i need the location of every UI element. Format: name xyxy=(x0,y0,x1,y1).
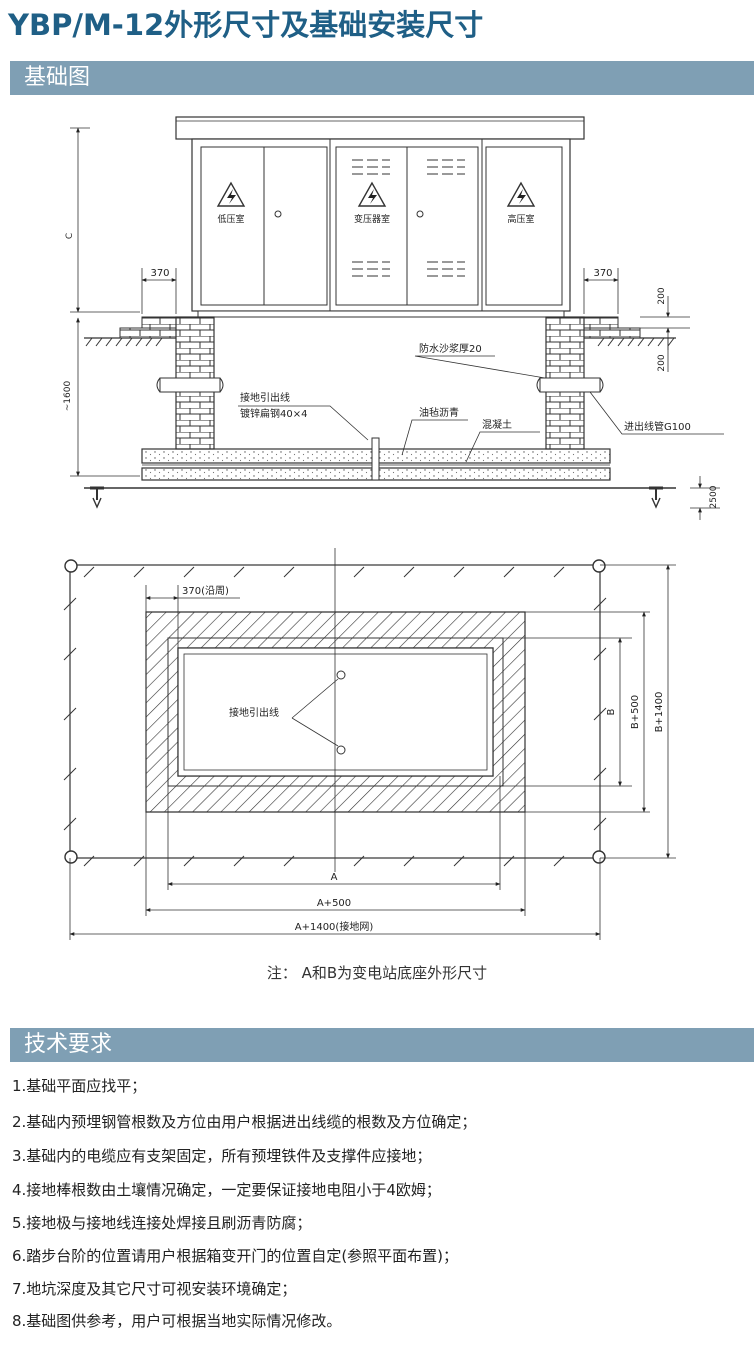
dimension-2500: 2500 xyxy=(709,485,719,508)
dimension-1600: ~1600 xyxy=(63,381,73,412)
ground-rod-icon xyxy=(592,559,606,573)
dimension-b-1400: B+1400 xyxy=(654,692,665,733)
high-voltage-warning-icon xyxy=(506,181,536,207)
substation-body xyxy=(191,138,571,312)
ground-rod-icon xyxy=(592,850,606,864)
high-voltage-warning-icon xyxy=(216,181,246,207)
roof xyxy=(175,116,585,140)
label-plan-ground-lead: 接地引出线 xyxy=(229,706,279,719)
requirement-item: 8.基础图供参考，用户可根据当地实际情况修改。 xyxy=(12,1312,342,1330)
elevation-view: 低压室 变压器室 高压室 xyxy=(63,116,724,520)
grounding-grid-ticks xyxy=(63,566,607,867)
requirement-item: 2.基础内预埋钢管根数及方位由用户根据进出线缆的根数及方位确定； xyxy=(12,1113,477,1131)
dimension-370-right: 370 xyxy=(593,268,612,279)
dimension-200-bottom: 200 xyxy=(657,354,667,371)
label-felt-asphalt: 油毡沥青 xyxy=(419,406,459,419)
step-right xyxy=(583,316,676,347)
grounding-lead xyxy=(371,437,380,481)
ground-lead-point-icon xyxy=(336,670,346,680)
door-handle-icon xyxy=(274,210,282,218)
vent-louvers xyxy=(352,159,465,277)
requirement-item: 4.接地棒根数由土壤情况确定，一定要保证接地电阻小于4欧姆； xyxy=(12,1181,441,1199)
dimension-370-left: 370 xyxy=(150,268,169,279)
drawing-note: 注： A和B为变电站底座外形尺寸 xyxy=(266,964,488,982)
section-header-tech: 技术要求 xyxy=(10,1028,754,1062)
label-cable-pipe: 进出线管G100 xyxy=(624,420,691,433)
ground-lead-point-icon xyxy=(336,745,346,755)
plan-view: 接地引出线 370(沿周) A A+500 A+1400(接地网) B B+50… xyxy=(63,548,676,940)
page-title: YBP/M-12外形尺寸及基础安装尺寸 xyxy=(8,8,484,42)
ground-rod-icon xyxy=(64,850,78,864)
foundation-pit xyxy=(177,647,494,777)
label-waterproof-mortar: 防水沙浆厚20 xyxy=(419,342,482,355)
room-label-low: 低压室 xyxy=(217,213,244,225)
ground-rod-left xyxy=(90,486,104,509)
dimension-a-500: A+500 xyxy=(317,898,351,909)
high-voltage-warning-icon xyxy=(357,181,387,207)
high-voltage-compartment xyxy=(485,146,563,306)
room-label-high: 高压室 xyxy=(507,213,534,225)
requirement-item: 1.基础平面应找平； xyxy=(12,1077,147,1095)
requirement-item: 3.基础内的电缆应有支架固定，所有预埋铁件及支撑件应接地； xyxy=(12,1147,432,1165)
ground-rod-icon xyxy=(64,559,78,573)
requirement-item: 6.踏步台阶的位置请用户根据箱变开门的位置自定(参照平面布置)； xyxy=(12,1247,459,1265)
dimension-c: C xyxy=(65,233,75,239)
dimension-a: A xyxy=(331,872,338,883)
label-concrete: 混凝土 xyxy=(482,418,512,431)
requirement-item: 5.接地极与接地线连接处焊接且刷沥青防腐； xyxy=(12,1214,312,1232)
dimension-370-perimeter: 370(沿周) xyxy=(182,585,229,597)
door-handle-icon xyxy=(416,210,424,218)
requirement-item: 7.地坑深度及其它尺寸可视安装环境确定； xyxy=(12,1280,297,1298)
ground-rod-right xyxy=(649,486,663,509)
dimension-200-top: 200 xyxy=(657,287,667,304)
dimension-a-1400: A+1400(接地网) xyxy=(295,920,374,933)
cable-pipe-left xyxy=(156,377,224,393)
dimension-b: B xyxy=(606,708,617,715)
cable-pipe-right xyxy=(536,377,604,393)
room-label-transformer: 变压器室 xyxy=(354,213,390,225)
step-left xyxy=(84,316,177,347)
label-galvanized-steel: 镀锌扁钢40×4 xyxy=(240,407,307,420)
label-ground-lead: 接地引出线 xyxy=(240,391,290,404)
dimension-b-500: B+500 xyxy=(630,695,641,729)
section-header-foundation: 基础图 xyxy=(10,61,754,95)
